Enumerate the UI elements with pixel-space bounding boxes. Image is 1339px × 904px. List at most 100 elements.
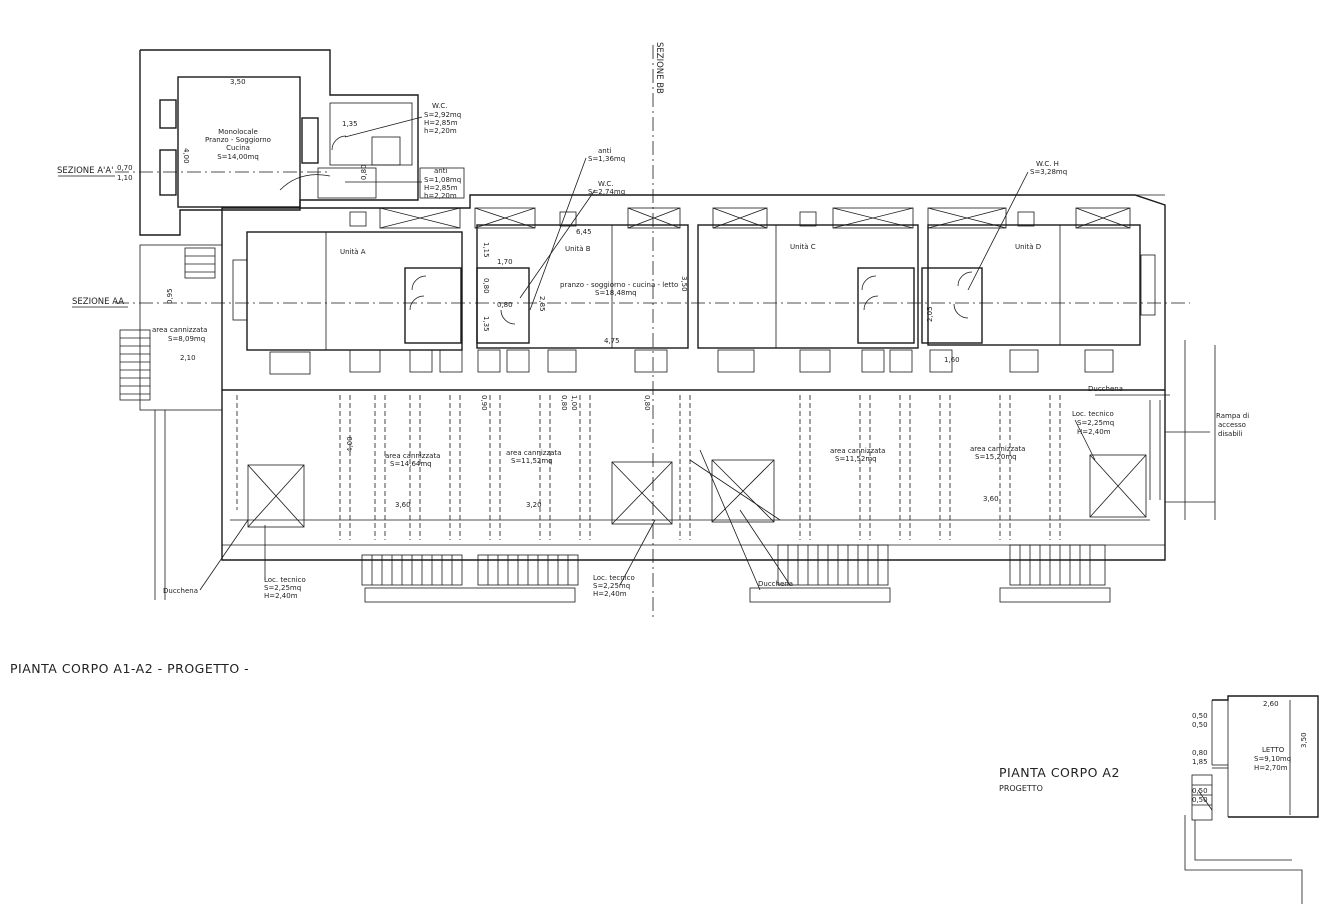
- plan-a2-room-h: H=2,70m: [1254, 764, 1288, 772]
- plan-a2-dim-c: 0,80: [1192, 749, 1208, 757]
- monolocale-use2: Cucina: [226, 144, 250, 152]
- monolocale-depth: 4,00: [182, 148, 190, 164]
- stairs-bottom: [361, 544, 1111, 603]
- wc-top-area: S=2,92mq: [424, 111, 461, 119]
- wc-top-name: W.C.: [432, 102, 447, 110]
- loc-tecnico-3-area: S=2,25mq: [1077, 419, 1114, 427]
- dim-2-85: 2,85: [538, 296, 546, 312]
- plan-a2-dim-e: 0,50: [1192, 787, 1208, 795]
- plan-a2-dim-a: 0,50: [1192, 712, 1208, 720]
- anti-top-dim: 0,80: [360, 164, 368, 180]
- plan-a2-dim-b: 0,50: [1192, 721, 1208, 729]
- unit-c-label: Unità C: [790, 243, 816, 251]
- garden-d-name: area cannizzata: [970, 445, 1025, 453]
- dim-2-10: 2,10: [180, 354, 196, 362]
- wc-b-area: S=2,74mq: [588, 188, 625, 196]
- leader-lines: [199, 116, 1210, 591]
- plan-a1-a2-title: PIANTA CORPO A1-A2 - PROGETTO -: [10, 661, 249, 676]
- garden-d-area: S=15,20mq: [975, 453, 1017, 461]
- dim-3-50: 3,50: [680, 276, 688, 292]
- ramp-label-3: disabili: [1218, 430, 1243, 438]
- dim-3-60-b: 3,60: [983, 495, 999, 503]
- section-aa1-label: SEZIONE A'A': [57, 166, 114, 176]
- plan-a2-room-name: LETTO: [1262, 746, 1285, 754]
- wc-top-h2: h=2,20m: [424, 127, 457, 135]
- dim-0-90: 0,90: [480, 395, 488, 411]
- anti-top-name: anti: [434, 167, 447, 175]
- garden-a-name: area cannizzata: [385, 452, 440, 460]
- unit-d-label: Unità D: [1015, 243, 1041, 251]
- section-lines: [58, 45, 1190, 620]
- dim-6-45: 6,45: [576, 228, 592, 236]
- plan-a1-a2-labels: SEZIONE A'A' SEZIONE AA SEZIONE BB 0,70 …: [10, 42, 1249, 676]
- monolocale-width: 3,50: [230, 78, 246, 86]
- ducchena-2-label: Ducchena: [758, 580, 793, 588]
- dim-1-60: 1,60: [944, 356, 960, 364]
- dim-4-00: 4,00: [346, 436, 354, 452]
- dim-3-20: 3,20: [526, 501, 542, 509]
- monolocale-area: S=14,00mq: [217, 153, 259, 161]
- loc-tecnico-1-name: Loc. tecnico: [264, 576, 306, 584]
- plan-a2-room-area: S=9,10mq: [1254, 755, 1291, 763]
- wc-b-name: W.C.: [598, 180, 613, 188]
- dim-1-35: 1,35: [482, 316, 490, 332]
- loc-tecnico-1-area: S=2,25mq: [264, 584, 301, 592]
- anti-b-name: anti: [598, 147, 611, 155]
- dim-0-80-a: 0,80: [482, 278, 490, 294]
- plan-a1-a2-walls: [119, 49, 1216, 603]
- section-aa-label: SEZIONE AA: [72, 297, 124, 307]
- garden-b-area: S=11,52mq: [511, 457, 553, 465]
- anti-top-h1: H=2,85m: [424, 184, 458, 192]
- anti-b-area: S=1,36mq: [588, 155, 625, 163]
- wc-top-h1: H=2,85m: [424, 119, 458, 127]
- plan-a2-dim-f: 0,50: [1192, 796, 1208, 804]
- monolocale-use: Pranzo - Soggiorno: [205, 136, 271, 144]
- plan-a2-title: PIANTA CORPO A2: [999, 765, 1120, 780]
- monolocale-name: Monolocale: [218, 128, 258, 136]
- ducchena-1-label: Ducchena: [163, 587, 198, 595]
- dim-2-05: 2,05: [926, 306, 934, 322]
- ramp-label-1: Rampa di: [1216, 412, 1249, 420]
- dim-0-95: 0,95: [166, 288, 174, 304]
- anti-top-area: S=1,08mq: [424, 176, 461, 184]
- dim-4-75: 4,75: [604, 337, 620, 345]
- loc-tecnico-3-h: H=2,40m: [1077, 428, 1111, 436]
- plan-a2-width: 2,60: [1263, 700, 1279, 708]
- dim-0-80-c: 0,80: [560, 395, 568, 411]
- ramp-label-2: accesso: [1218, 421, 1246, 429]
- plan-a2-subtitle: PROGETTO: [999, 784, 1043, 793]
- garden-c-area: S=11,52mq: [835, 455, 877, 463]
- dim-1-15: 1,15: [482, 242, 490, 258]
- loc-tecnico-2-area: S=2,25mq: [593, 582, 630, 590]
- wc-h-area: S=3,28mq: [1030, 168, 1067, 176]
- plan-a2: PIANTA CORPO A2 PROGETTO 2,60 3,50 LETTO…: [999, 695, 1319, 904]
- loc-tecnico-2-name: Loc. tecnico: [593, 574, 635, 582]
- garden-a-area: S=14,64mq: [390, 460, 432, 468]
- anti-top-h2: h=2,20m: [424, 192, 457, 200]
- dim-1-00: 1,00: [570, 395, 578, 411]
- unit-b-label: Unità B: [565, 245, 591, 253]
- plan-a2-dim-d: 1,85: [1192, 758, 1208, 766]
- plan-a2-height: 3,50: [1300, 732, 1308, 748]
- unit-a-label: Unità A: [340, 248, 366, 256]
- loc-tecnico-2-h: H=2,40m: [593, 590, 627, 598]
- section-bb-label: SEZIONE BB: [654, 42, 664, 94]
- dim-0-70: 0,70: [117, 164, 133, 172]
- unit-b-room-area: S=18,48mq: [595, 289, 637, 297]
- garden-b-name: area cannizzata: [506, 449, 561, 457]
- garden-side-area: S=8,09mq: [168, 335, 205, 343]
- wc-top-dim: 1,35: [342, 120, 358, 128]
- dim-1-70: 1,70: [497, 258, 513, 266]
- ducchena-3-label: Ducchena: [1088, 385, 1123, 393]
- dim-0-80-b: 0,80: [497, 301, 513, 309]
- dim-1-10: 1,10: [117, 174, 133, 182]
- unit-b-room-use: pranzo - soggiorno - cucina - letto: [560, 281, 678, 289]
- garden-side-name: area cannizzata: [152, 326, 207, 334]
- garden-c-name: area cannizzata: [830, 447, 885, 455]
- dim-3-60-a: 3,60: [395, 501, 411, 509]
- loc-tecnico-1-h: H=2,40m: [264, 592, 298, 600]
- loc-tecnico-3-name: Loc. tecnico: [1072, 410, 1114, 418]
- dim-0-80-d: 0,80: [643, 395, 651, 411]
- wc-h-name: W.C. H: [1036, 160, 1059, 168]
